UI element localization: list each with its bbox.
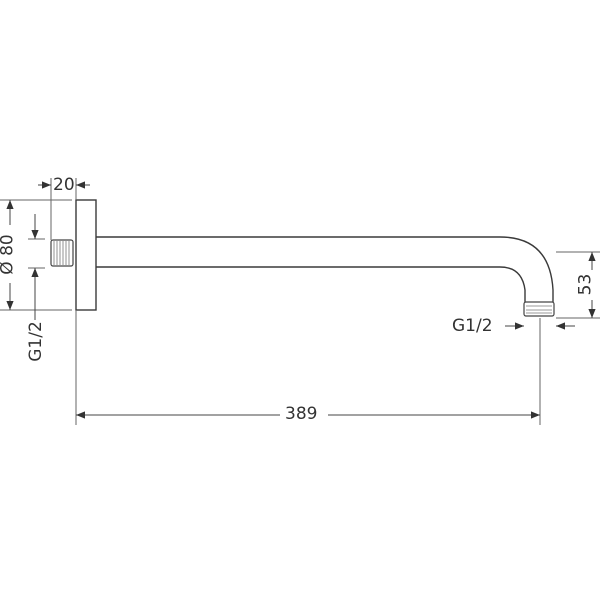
shower-arm bbox=[96, 236, 554, 302]
dim-label-flange-diameter: Ø 80 bbox=[0, 234, 18, 274]
dim-label-outlet-thread: G1/2 bbox=[452, 316, 493, 336]
outlet-thread bbox=[523, 301, 555, 317]
dim-label-flange-thickness: 20 bbox=[53, 175, 75, 195]
extension-lines bbox=[0, 178, 600, 425]
wall-flange bbox=[75, 199, 97, 311]
dim-label-inlet-thread: G1/2 bbox=[25, 321, 46, 362]
dim-label-drop-height: 53 bbox=[575, 273, 596, 296]
dim-label-projection-length: 389 bbox=[285, 404, 318, 424]
inlet-thread-nipple bbox=[50, 239, 74, 267]
